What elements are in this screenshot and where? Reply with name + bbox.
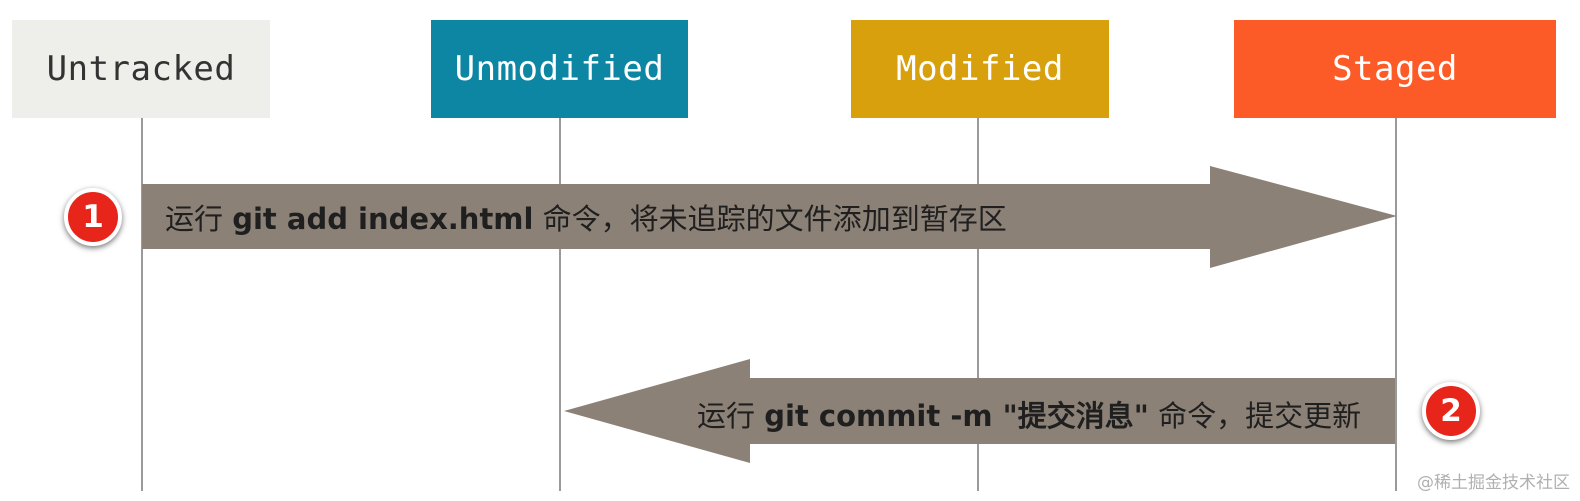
state-unmodified: Unmodified bbox=[431, 20, 688, 118]
step-2-prefix: 运行 bbox=[697, 399, 765, 433]
step-1-description: 运行 git add index.html 命令，将未追踪的文件添加到暂存区 bbox=[165, 196, 1007, 238]
lifeline-modified bbox=[977, 118, 979, 491]
state-untracked-label: Untracked bbox=[46, 49, 236, 89]
lifeline-unmodified bbox=[559, 118, 561, 491]
step-1-prefix: 运行 bbox=[165, 202, 233, 236]
watermark: @稀土掘金技术社区 bbox=[1417, 473, 1570, 493]
state-staged-label: Staged bbox=[1332, 49, 1458, 89]
step-2-description: 运行 git commit -m "提交消息" 命令，提交更新 bbox=[697, 393, 1361, 435]
step-2-suffix: 命令，提交更新 bbox=[1148, 399, 1362, 433]
arrow-staged-to-unmodified bbox=[564, 359, 1395, 463]
step-2-badge: 2 bbox=[1422, 382, 1480, 440]
lifeline-staged bbox=[1395, 118, 1397, 491]
state-staged: Staged bbox=[1234, 20, 1556, 118]
step-1-command: git add index.html bbox=[232, 202, 534, 236]
state-unmodified-label: Unmodified bbox=[454, 49, 665, 89]
state-untracked: Untracked bbox=[12, 20, 270, 118]
step-1-badge: 1 bbox=[64, 188, 122, 246]
step-2-command: git commit -m "提交消息" bbox=[764, 399, 1149, 433]
step-1-suffix: 命令，将未追踪的文件添加到暂存区 bbox=[533, 202, 1007, 236]
arrow-untracked-to-staged bbox=[142, 166, 1397, 268]
lifeline-untracked bbox=[141, 118, 143, 491]
state-modified-label: Modified bbox=[896, 49, 1064, 89]
state-modified: Modified bbox=[851, 20, 1109, 118]
